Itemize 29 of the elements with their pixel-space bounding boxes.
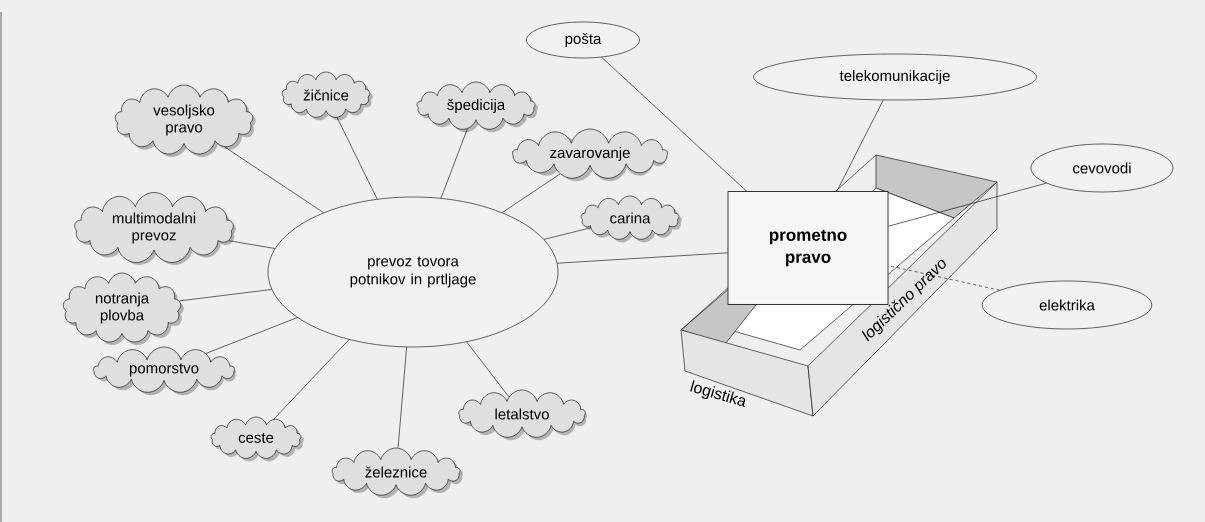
connector-line — [466, 341, 510, 398]
topic-cloud: zavarovanje — [512, 128, 668, 182]
topic-cloud: železnice — [331, 447, 464, 499]
connector-line — [543, 227, 591, 240]
tray-label: logistika — [690, 380, 746, 407]
connector-line — [557, 252, 728, 264]
topic-cloud: vesoljsko pravo — [114, 84, 256, 157]
connector-line — [224, 146, 324, 213]
main-box: prometno pravo — [727, 191, 889, 305]
connector-line — [888, 265, 1000, 291]
connector-line — [228, 240, 276, 249]
topic-cloud: multimodalni prevoz — [74, 192, 236, 265]
connector-line — [501, 173, 561, 213]
connector-line — [179, 289, 272, 302]
topic-cloud: carina — [580, 195, 682, 243]
topic-cloud: špedicija — [416, 81, 538, 133]
connector-line — [273, 339, 350, 420]
topic-cloud: letalstvo — [458, 389, 587, 441]
topic-cloud: notranja plovba — [62, 272, 184, 346]
connector-line — [440, 128, 468, 199]
connector-line — [397, 346, 407, 449]
connector-line — [836, 99, 884, 192]
connector-line — [205, 317, 298, 354]
topic-cloud: pomorstvo — [93, 346, 237, 396]
connector-line — [601, 57, 747, 192]
topic-cloud: ceste — [210, 416, 304, 462]
connector-line — [888, 182, 1047, 227]
topic-cloud: žičnice — [281, 71, 373, 121]
connector-line — [336, 117, 378, 200]
